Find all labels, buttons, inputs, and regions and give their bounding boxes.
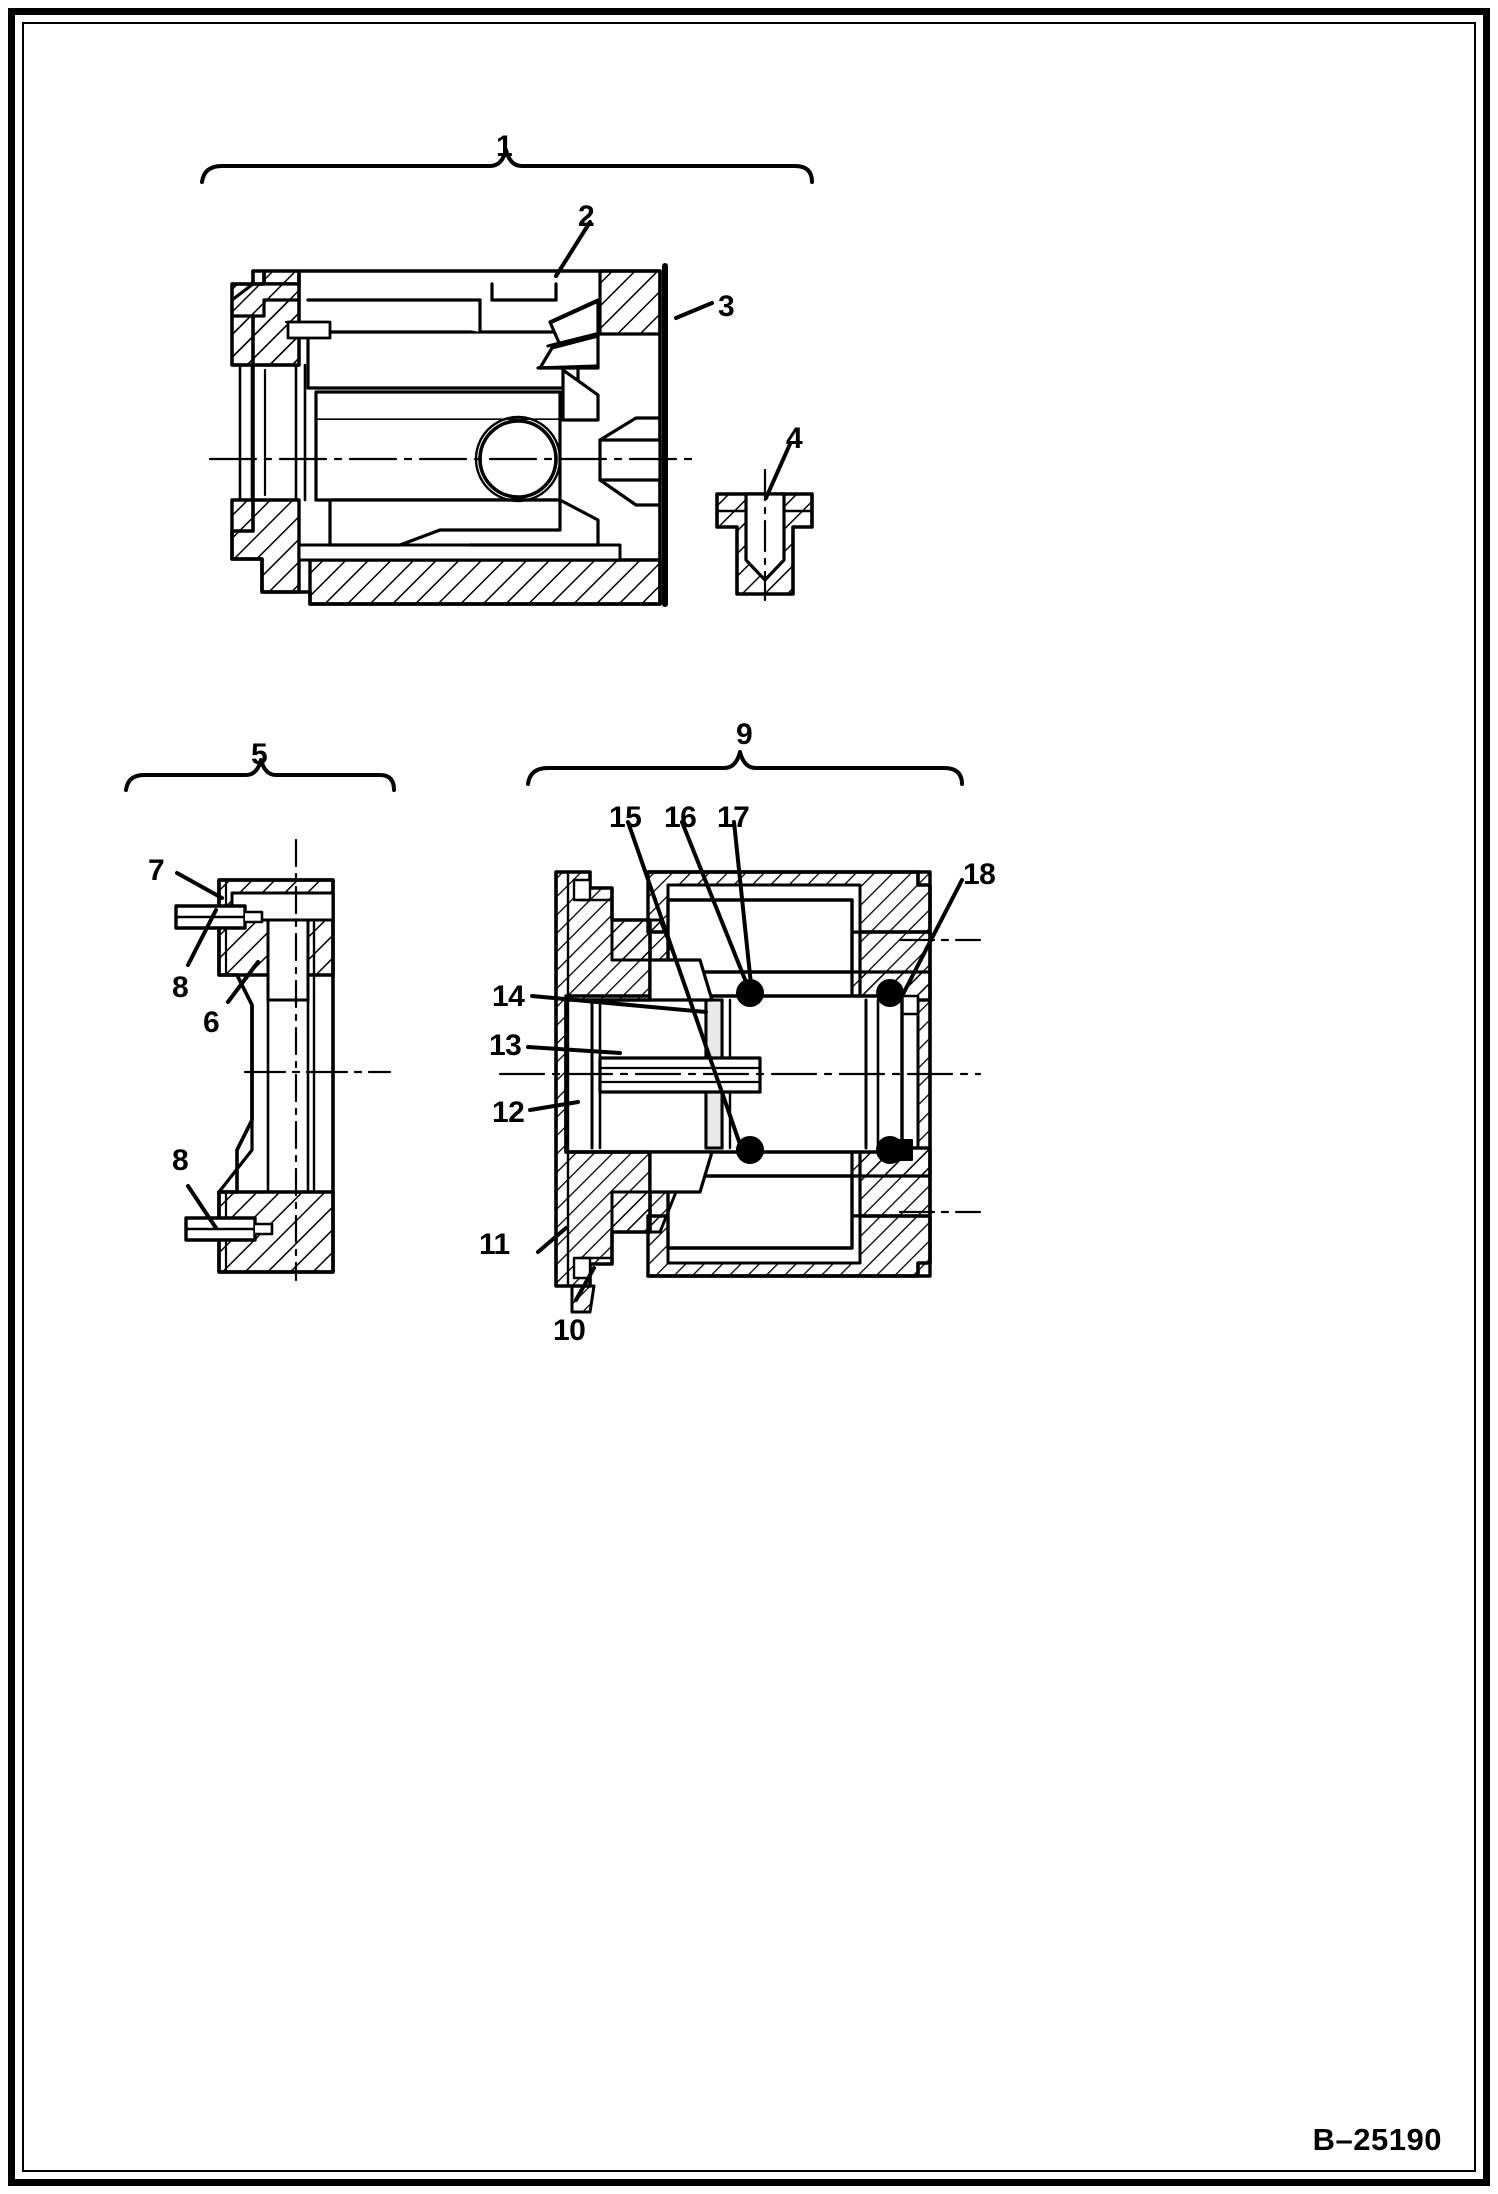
callout-18: 18 <box>963 858 996 891</box>
callout-9: 9 <box>736 718 753 751</box>
callout-6: 6 <box>203 1006 220 1039</box>
callout-16: 16 <box>664 801 697 834</box>
page-border-inner <box>22 22 1476 2172</box>
callout-3: 3 <box>718 290 735 323</box>
callout-8-upper: 8 <box>172 971 189 1004</box>
callout-5: 5 <box>251 738 268 771</box>
callout-8-lower: 8 <box>172 1144 189 1177</box>
callout-7: 7 <box>148 854 165 887</box>
callout-11: 11 <box>479 1228 510 1261</box>
drawing-number: B–25190 <box>1312 2122 1442 2157</box>
callout-17: 17 <box>717 801 750 834</box>
callout-1: 1 <box>496 130 513 163</box>
callout-14: 14 <box>492 980 525 1013</box>
page-border-outer <box>8 8 1490 2186</box>
callout-12: 12 <box>492 1096 525 1129</box>
callout-13: 13 <box>489 1029 522 1062</box>
callout-15: 15 <box>609 801 642 834</box>
callout-10: 10 <box>553 1314 586 1347</box>
callout-4: 4 <box>786 422 803 455</box>
callout-2: 2 <box>578 200 595 233</box>
